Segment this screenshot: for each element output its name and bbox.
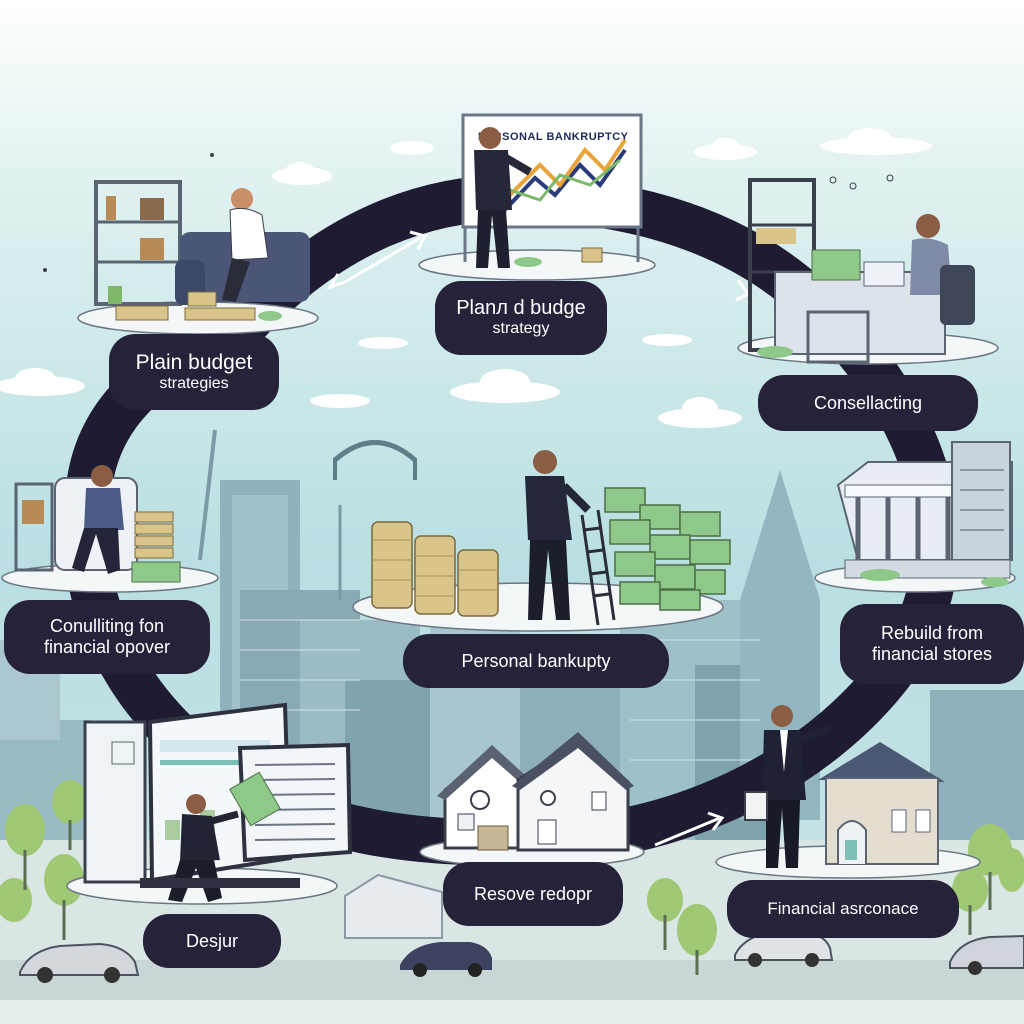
trees: [0, 780, 1024, 975]
label-personal-bankruptcy-line1: Personal bankupty: [461, 650, 611, 671]
label-desjur: Desjur: [143, 914, 281, 968]
scene-whiteboard: PERSONAL BANKRUPTCY: [461, 113, 643, 268]
scene-bankruptcy: [371, 450, 731, 626]
label-consellacting-line1: Consellacting: [813, 392, 923, 413]
cars: [19, 931, 1024, 983]
clouds: [0, 128, 960, 428]
label-financial-assurance: Financial asrconace: [727, 880, 959, 938]
scene-home-budget: [94, 180, 310, 321]
scene-houses: [437, 732, 634, 852]
road: [0, 960, 1024, 1000]
label-resove-redopr: Resove redopr: [443, 862, 623, 926]
label-consulting-line1: Conulliting fon: [49, 616, 165, 637]
scene-armchair: [14, 465, 181, 583]
label-desjur-line1: Desjur: [185, 930, 238, 951]
label-plain-budget-strategies: Plain budget strategies: [109, 334, 279, 410]
label-planned-budget-line2: strategy: [492, 320, 550, 338]
scene-dashboard: [83, 702, 443, 939]
label-rebuild-line1: Rebuild from: [880, 623, 984, 644]
label-consulting: Conulliting fon financial opover: [4, 600, 210, 674]
scene-assurance: [744, 705, 945, 868]
scene-bank: [836, 441, 1013, 587]
scene-desk: [748, 178, 975, 364]
label-planned-budget-strategy: Planл d budge strategy: [435, 281, 607, 355]
label-plain-budget-line2: strategies: [159, 374, 229, 392]
label-rebuild: Rebuild from financial stores: [840, 604, 1024, 684]
label-resove-line1: Resove redopr: [473, 883, 593, 904]
label-consulting-line2: financial opover: [43, 637, 171, 657]
sparkles: [43, 153, 894, 272]
label-assurance-line1: Financial asrconace: [767, 899, 919, 919]
label-consellacting: Consellacting: [758, 375, 978, 431]
label-rebuild-line2: financial stores: [871, 644, 993, 664]
label-personal-bankruptcy: Personal bankupty: [403, 634, 669, 688]
label-planned-budget-line1: Planл d budge: [456, 297, 586, 320]
board-heading: PERSONAL BANKRUPTCY: [478, 131, 629, 143]
label-plain-budget-line1: Plain budget: [135, 350, 253, 374]
